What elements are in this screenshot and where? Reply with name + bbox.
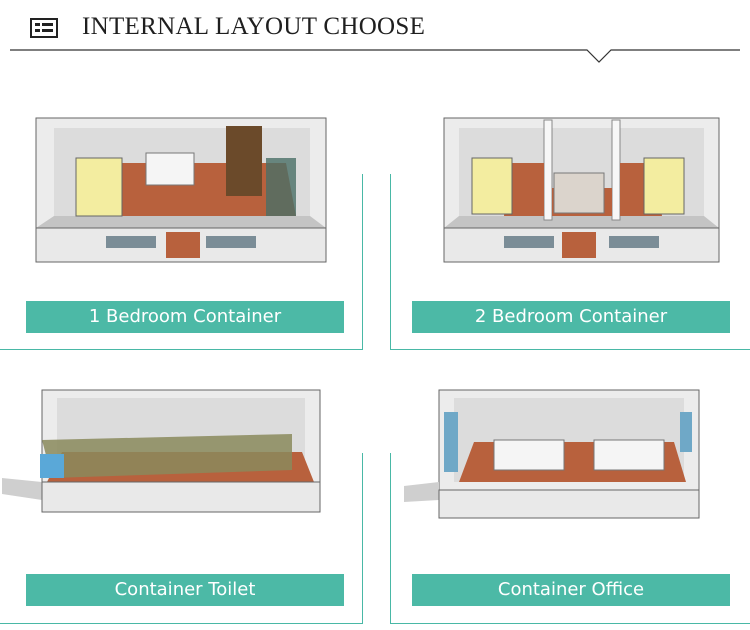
card-label: Container Toilet — [26, 574, 344, 606]
header-divider — [10, 49, 740, 63]
layout-card-container-office[interactable]: Container Office — [386, 368, 750, 630]
one-bedroom-container-image — [35, 117, 327, 263]
card-label: Container Office — [412, 574, 730, 606]
container-toilet-image — [2, 389, 321, 513]
layout-card-two-bedroom[interactable]: 2 Bedroom Container — [386, 90, 750, 355]
page-header: INTERNAL LAYOUT CHOOSE — [0, 0, 750, 64]
card-frame — [390, 453, 750, 624]
card-frame — [0, 453, 363, 624]
two-bedroom-container-image — [443, 117, 720, 263]
card-label: 1 Bedroom Container — [26, 301, 344, 333]
layout-card-container-toilet[interactable]: Container Toilet — [0, 368, 372, 630]
layout-list-icon — [30, 18, 58, 38]
card-label: 2 Bedroom Container — [412, 301, 730, 333]
container-office-image — [404, 389, 700, 519]
card-frame — [390, 174, 750, 350]
card-frame — [0, 174, 363, 350]
layout-card-one-bedroom[interactable]: 1 Bedroom Container — [0, 90, 372, 355]
page-title: INTERNAL LAYOUT CHOOSE — [82, 13, 426, 40]
